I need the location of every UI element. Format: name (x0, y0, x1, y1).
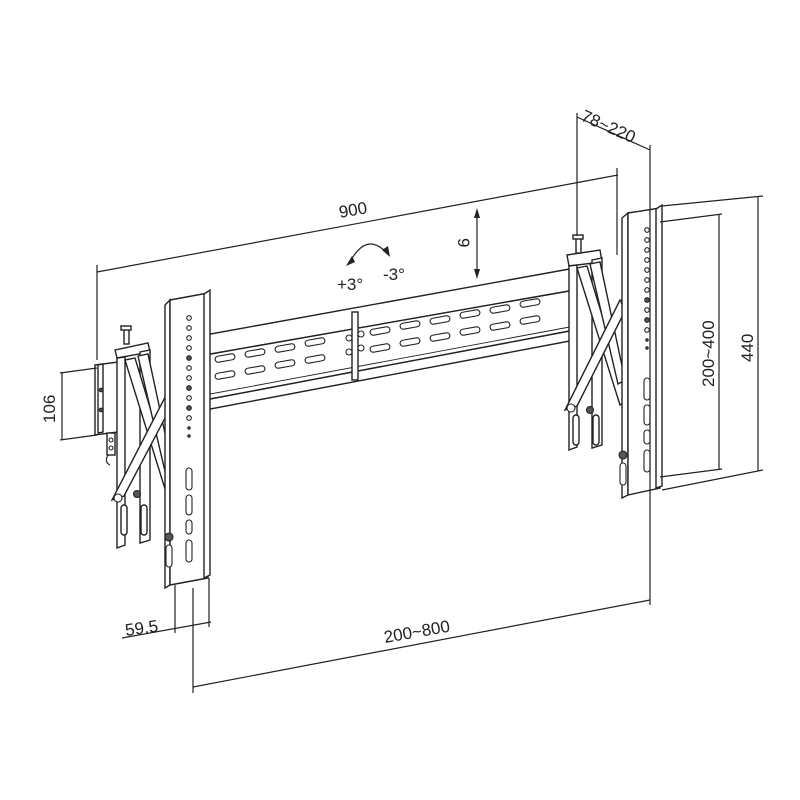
label-arm-width: 59.5 (124, 617, 159, 640)
right-vertical-strap (618, 203, 663, 500)
left-rail-end (94, 361, 119, 466)
dim-vertical-hole-range (659, 213, 723, 478)
left-vertical-strap (164, 288, 211, 590)
label-tilt-plus: +3° (337, 275, 363, 294)
label-vertical-hole-range: 200~400 (699, 320, 718, 387)
label-fine-adjust: 9 (454, 238, 473, 247)
label-overall-width: 900 (337, 198, 368, 222)
dim-depth-range (576, 113, 651, 605)
rail-slots (214, 298, 541, 380)
dim-horizontal-hole-range (192, 588, 651, 693)
dim-rail-height (59, 367, 98, 441)
dim-overall-width (96, 168, 619, 360)
label-overall-height: 440 (738, 334, 757, 362)
horizontal-rail (204, 267, 576, 411)
dim-overall-height (661, 195, 764, 491)
dim-arm-width (121, 578, 212, 639)
tilt-arc-icon (346, 243, 390, 266)
label-depth-range: 78~220 (578, 106, 638, 147)
label-horizontal-hole-range: 200~800 (382, 617, 451, 647)
label-rail-height: 106 (40, 395, 59, 423)
right-scissor-arm (563, 234, 629, 452)
label-tilt-minus: -3° (383, 265, 405, 284)
dim-fine-adjust (474, 208, 480, 279)
